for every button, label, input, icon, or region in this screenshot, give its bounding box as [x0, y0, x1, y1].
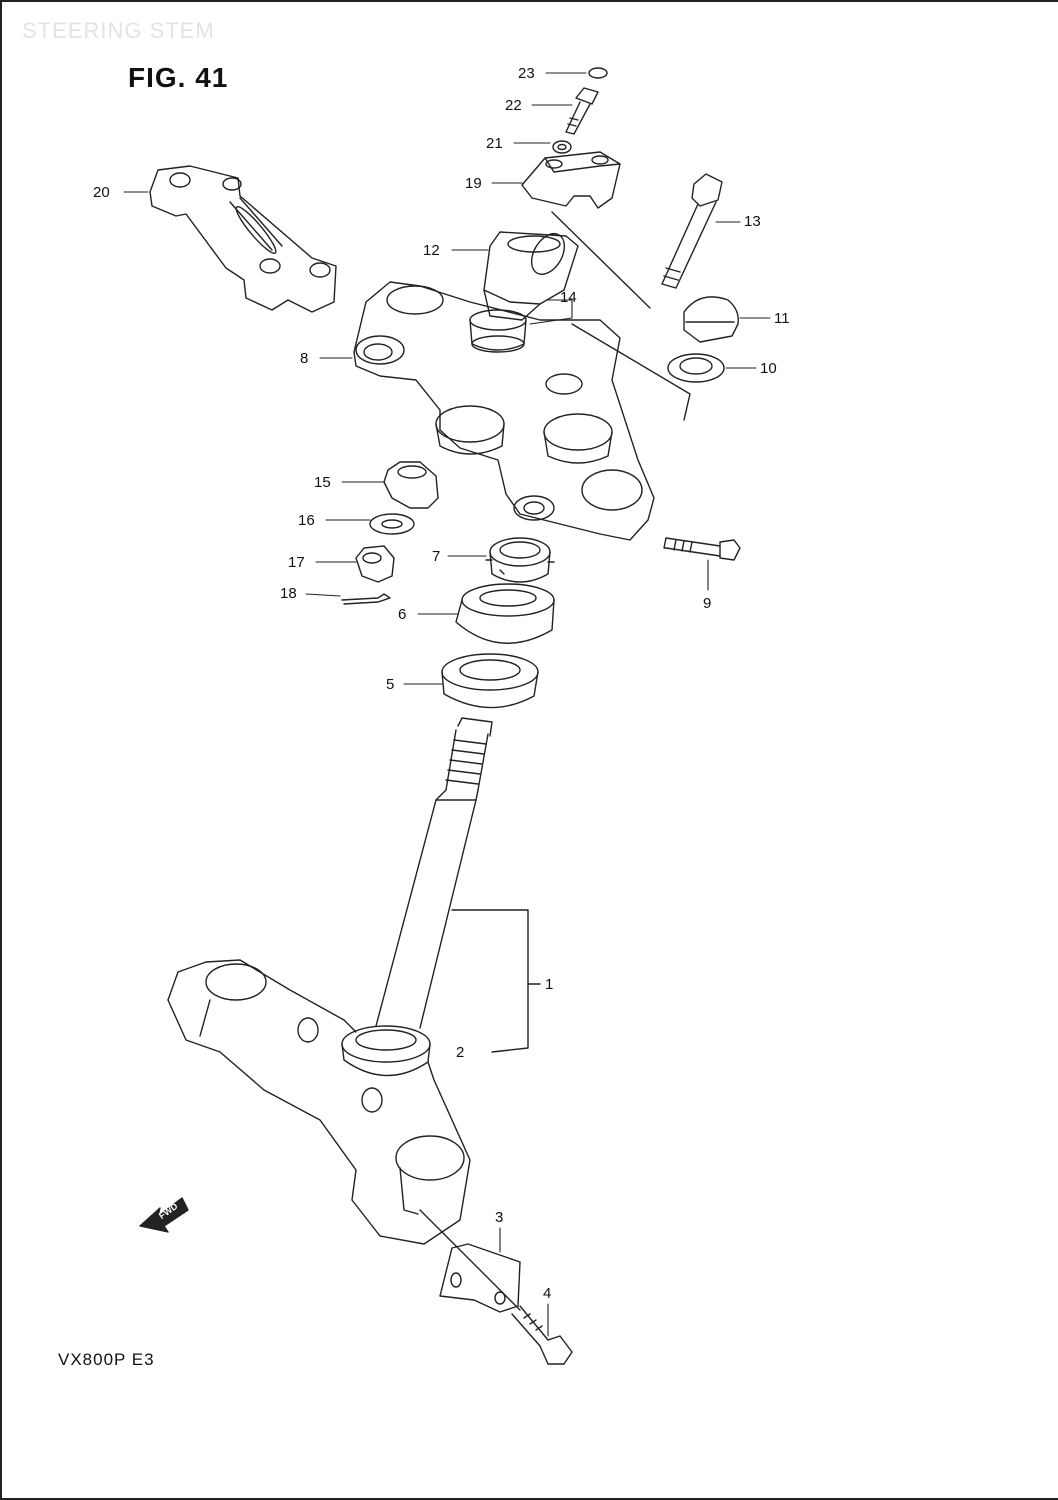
callout-10: 10 — [760, 360, 777, 377]
leader-lines-top — [552, 212, 690, 420]
callout-leaders — [124, 73, 770, 1336]
part-6-cover — [456, 584, 554, 643]
callout-23: 23 — [518, 65, 535, 82]
callout-5: 5 — [386, 676, 395, 693]
callout-1: 1 — [545, 976, 554, 993]
part-7-locknut — [486, 538, 554, 582]
callout-8: 8 — [300, 350, 309, 367]
part-8-upper-bracket — [354, 282, 654, 540]
part-13-long-bolt — [662, 174, 722, 288]
callout-11: 11 — [774, 310, 790, 327]
callout-19: 19 — [465, 175, 482, 192]
figure-label: FIG. 41 — [128, 62, 229, 93]
part-19-clamp — [522, 152, 620, 208]
part-12-stem-post — [484, 228, 578, 320]
part-11-cap-nut — [684, 297, 738, 342]
callout-20: 20 — [93, 184, 110, 201]
part-14-collar — [470, 310, 526, 352]
callout-22: 22 — [505, 97, 522, 114]
leader-lines-1-2 — [452, 910, 540, 1052]
part-9-bolt — [664, 538, 740, 560]
part-15-damper — [384, 462, 438, 508]
part-10-washer — [668, 354, 724, 382]
callout-12: 12 — [423, 242, 440, 259]
callout-21: 21 — [486, 135, 503, 152]
part-20-holder — [150, 166, 336, 312]
part-23-cap — [589, 68, 607, 78]
callout-6: 6 — [398, 606, 407, 623]
callout-15: 15 — [314, 474, 331, 491]
part-3-plate — [420, 1210, 520, 1312]
part-22-bolt — [566, 88, 598, 134]
callout-17: 17 — [288, 554, 305, 571]
part-16-washer — [370, 514, 414, 534]
callout-2: 2 — [456, 1044, 465, 1061]
part-4-bolt — [512, 1306, 572, 1364]
part-5-bearing — [442, 654, 538, 708]
part-17-nut — [356, 546, 394, 582]
part-1-steering-stem — [168, 718, 492, 1244]
forward-arrow-icon — [140, 1198, 188, 1232]
model-code: VX800P E3 — [58, 1350, 155, 1369]
callout-18: 18 — [280, 585, 297, 602]
callout-7: 7 — [432, 548, 441, 565]
callout-14: 14 — [560, 289, 577, 306]
callout-3: 3 — [495, 1209, 504, 1226]
callout-13: 13 — [744, 213, 761, 230]
part-18-cotter-pin — [342, 594, 390, 604]
callout-9: 9 — [703, 595, 712, 612]
part-21-washer — [553, 141, 571, 153]
section-title: STEERING STEM — [22, 18, 215, 43]
callout-4: 4 — [543, 1285, 552, 1302]
callout-16: 16 — [298, 512, 315, 529]
